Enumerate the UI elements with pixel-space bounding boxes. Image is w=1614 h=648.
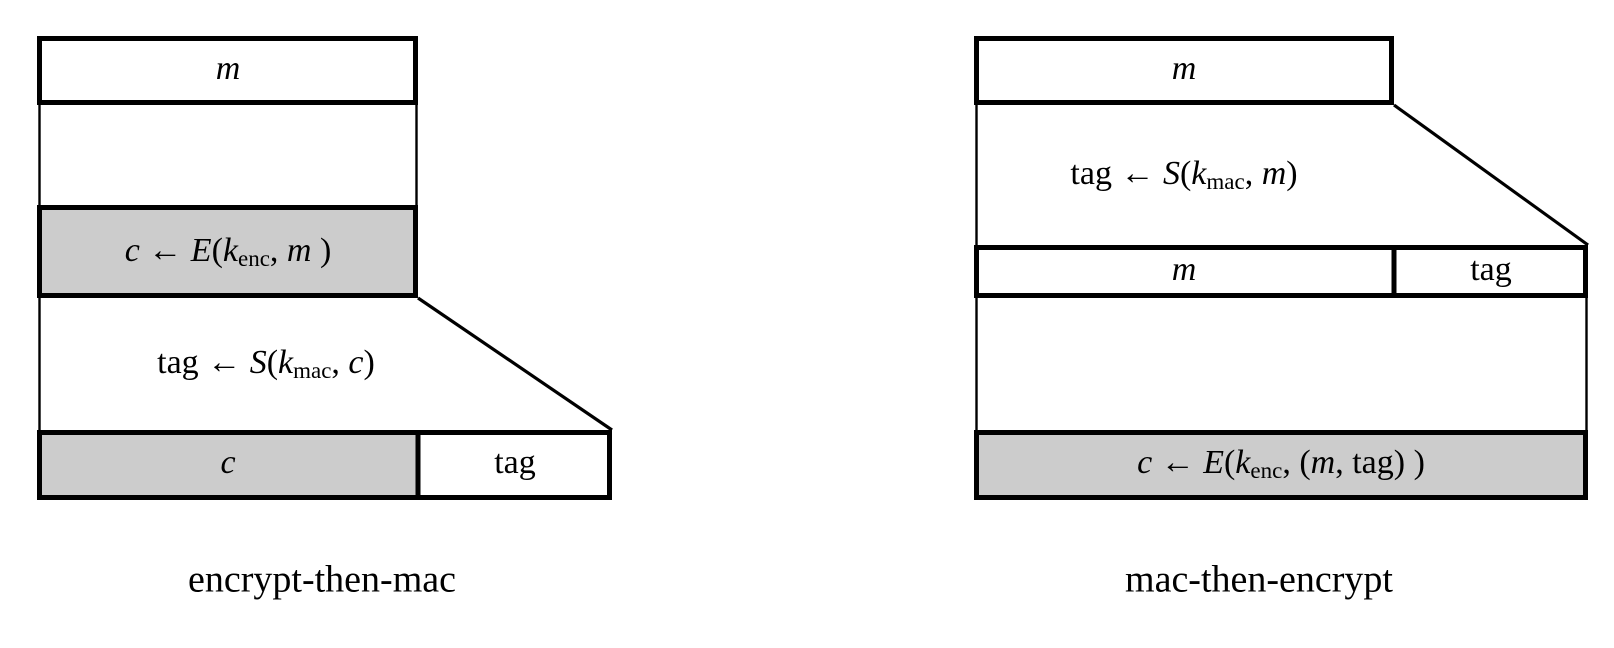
right-step-encrypt-box: c ← E(kenc, (m, tag) ) — [974, 430, 1588, 500]
right-step-encrypt-formula: c ← E(kenc, (m, tag) ) — [1137, 444, 1425, 483]
left-step-encrypt-formula: c ← E(kenc, m ) — [125, 232, 332, 271]
right-step-mac-formula: tag ← S(kmac, m) — [1070, 155, 1297, 194]
right-step-mac-band: tag ← S(kmac, m) — [1070, 155, 1297, 194]
left-output-c-label: c — [220, 444, 235, 481]
left-step-encrypt-box: c ← E(kenc, m ) — [37, 205, 418, 298]
right-middle-row: m tag — [974, 245, 1588, 298]
panel-encrypt-then-mac: m c ← E(kenc, m ) tag ← S(kmac, c) c tag… — [37, 36, 613, 601]
panel-mac-then-encrypt: m tag ← S(kmac, m) m tag c ← E(kenc, (m,… — [974, 36, 1589, 601]
right-diagonal-connector — [1393, 103, 1589, 247]
left-step-mac-band: tag ← S(kmac, c) — [157, 344, 375, 383]
right-input-m-label: m — [1172, 50, 1197, 87]
left-output-row: c tag — [37, 430, 612, 500]
left-input-m-box: m — [37, 36, 418, 105]
caption-encrypt-then-mac: encrypt-then-mac — [188, 559, 456, 601]
left-step-mac-formula: tag ← S(kmac, c) — [157, 344, 375, 383]
right-middle-tag-label: tag — [1470, 251, 1512, 288]
caption-mac-then-encrypt: mac-then-encrypt — [1125, 559, 1393, 601]
left-input-m-label: m — [216, 50, 241, 87]
left-output-tag-label: tag — [494, 444, 536, 481]
right-input-m-box: m — [974, 36, 1394, 105]
right-middle-m-label: m — [1172, 251, 1197, 288]
left-diagonal-connector — [417, 296, 613, 432]
